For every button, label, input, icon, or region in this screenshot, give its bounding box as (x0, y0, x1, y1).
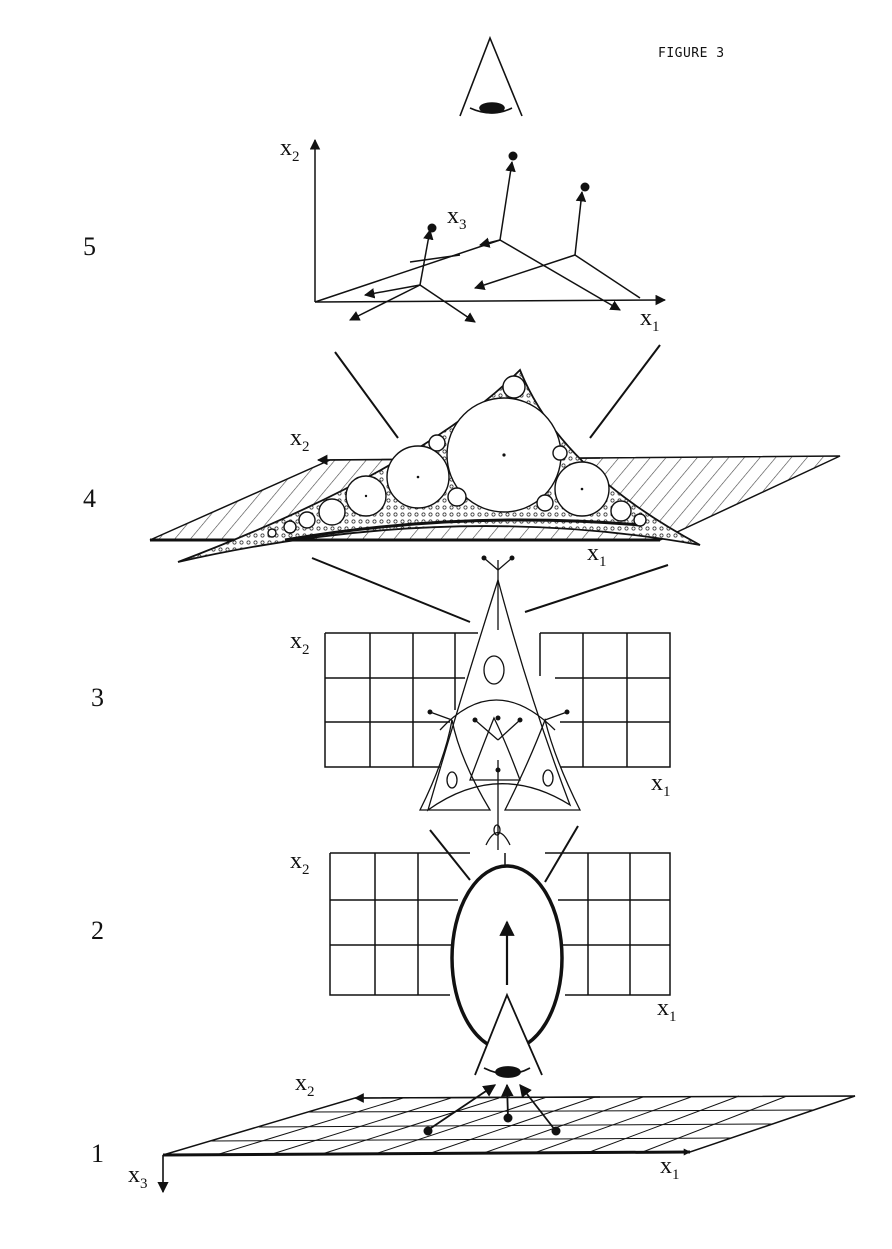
level-label-1: 1 (91, 1139, 104, 1168)
axis-label-x2-level4: x2 (290, 425, 310, 455)
stimulus-point (551, 1126, 561, 1136)
axis-label-x1-level2: x1 (657, 995, 677, 1025)
axis-label-x2-level3: x2 (290, 628, 310, 658)
level-1-base-plane (157, 1083, 856, 1194)
axis-label-x3-level1: x3 (128, 1162, 148, 1192)
vector-tip-point (508, 151, 518, 161)
axis-label-x1-level5: x1 (640, 305, 660, 335)
stimulus-point (423, 1126, 433, 1136)
vector-tip-point (427, 223, 437, 233)
level-5-vector-space (309, 138, 667, 323)
observer-eye-top (459, 35, 523, 117)
axis-label-x1-level4: x1 (587, 540, 607, 570)
figure-title: FIGURE 3 (658, 46, 725, 61)
stimulus-point (503, 1113, 513, 1123)
axis-label-x2-level5: x2 (280, 135, 300, 165)
tree-nodes (427, 555, 570, 773)
axis-label-x2-level1: x2 (295, 1070, 315, 1100)
level-3-grid (324, 632, 671, 768)
observer-eye-bottom (474, 992, 543, 1078)
axis-label-x2-level2: x2 (290, 848, 310, 878)
vector-tip-point (580, 182, 590, 192)
level-label-3: 3 (91, 683, 104, 712)
level-label-2: 2 (91, 916, 104, 945)
level-3-branching-tree (418, 557, 582, 850)
axis-label-x1-level3: x1 (651, 770, 671, 800)
axis-label-x3-level5: x3 (447, 203, 467, 233)
level-2-grid (329, 852, 671, 996)
connector-lines-4-3 (311, 557, 669, 623)
connector-lines-3-2 (429, 825, 579, 883)
level-label-5: 5 (83, 232, 96, 261)
level-4-feature-plane (149, 368, 841, 563)
level-label-4: 4 (83, 484, 96, 513)
connector-lines-5-4 (334, 344, 661, 439)
axis-label-x1-level1: x1 (660, 1153, 680, 1183)
